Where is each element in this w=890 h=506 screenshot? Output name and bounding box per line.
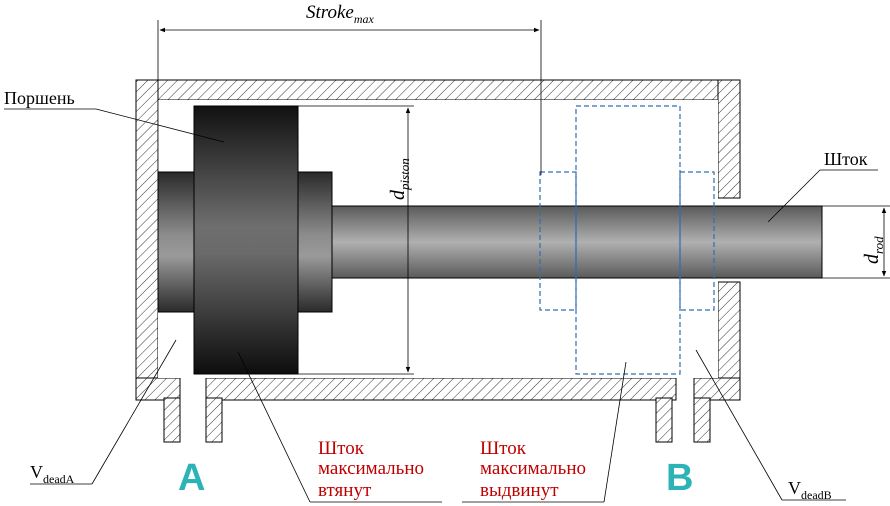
extended-line-3: выдвинут (480, 480, 559, 501)
d-piston-label: dpiston (387, 158, 412, 200)
vdead-a-label: VdeadA (30, 462, 75, 486)
vdead-b-leader (695, 349, 846, 501)
port-a-label: A (178, 457, 205, 499)
extended-collar-right-outline (679, 171, 715, 311)
top-wall (135, 79, 741, 101)
retracted-line-1: Шток (318, 438, 365, 459)
port-b-left-tube (655, 397, 673, 443)
bottom-wall-middle (205, 377, 677, 401)
extended-line-2: максимально (480, 458, 586, 479)
d-rod-dimension (822, 205, 890, 279)
extended-line-1: Шток (480, 438, 527, 459)
piston-leader (4, 108, 225, 143)
piston-collar-right (297, 171, 333, 313)
extended-position-outline (539, 105, 715, 375)
extended-collar-left-outline (539, 171, 577, 311)
extended-leader (462, 361, 627, 503)
bottom-wall-right (693, 377, 741, 401)
retracted-line-3: втянут (318, 480, 372, 501)
d-rod-label: drod (861, 236, 886, 264)
port-a-left-tube (163, 397, 181, 443)
rod-leader (767, 169, 878, 223)
vdead-a-leader (30, 339, 177, 485)
port-b-right-tube (693, 397, 711, 443)
rod-label: Шток (824, 149, 868, 169)
left-wall (135, 79, 159, 401)
right-wall-upper (717, 79, 741, 199)
piston-collar-left (157, 171, 197, 313)
extended-text: Шток максимально выдвинут (480, 438, 591, 501)
retracted-text: Шток максимально втянут (318, 438, 429, 501)
stroke-label: Strokemax (306, 2, 375, 26)
piston-label: Поршень (4, 88, 75, 108)
retracted-line-2: максимально (318, 458, 424, 479)
retracted-leader (237, 351, 442, 503)
piston-body (193, 105, 299, 375)
port-a-right-tube (205, 397, 223, 443)
d-piston-dimension (298, 105, 414, 375)
port-b-label: B (666, 457, 693, 499)
vdead-b-label: VdeadB (788, 478, 832, 502)
stroke-dimension (157, 20, 542, 175)
